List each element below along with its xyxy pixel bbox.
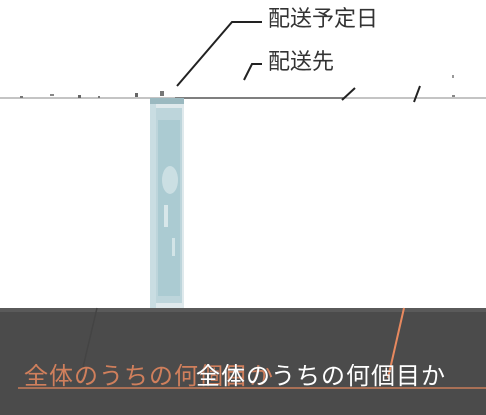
dark-band (0, 308, 486, 415)
leader-caption-right (387, 307, 405, 379)
leader-tick-2 (413, 85, 421, 103)
leader-tick-1 (341, 87, 356, 101)
leader-caption-left (79, 307, 98, 381)
edge-specks (20, 75, 455, 98)
leader-delivery-date (176, 21, 262, 87)
delivery-date-label: 配送予定日 (268, 7, 379, 32)
callout-leader-lines (176, 21, 421, 103)
delivery-destination-label: 配送先 (268, 50, 335, 75)
dark-band-edge (0, 308, 486, 312)
caption-highlight-text: 全体のうちの何個目か (24, 364, 274, 390)
caption: 全体のうちの何個目か 全体のうちの何個目か (0, 364, 486, 404)
caption-text: 全体のうちの何個目か (196, 364, 446, 390)
leader-delivery-destination (243, 63, 262, 81)
package-label-strip (150, 98, 184, 308)
